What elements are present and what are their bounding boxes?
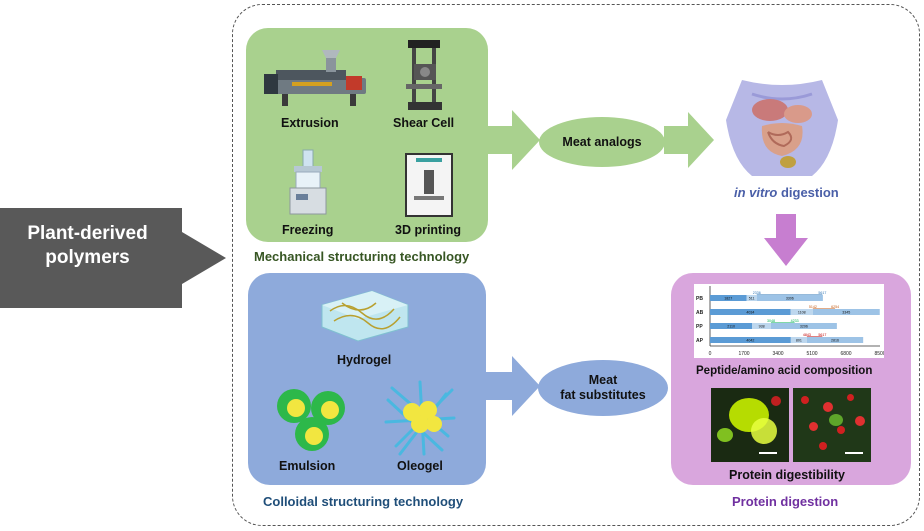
- chart-bar-value: 801: [796, 339, 802, 343]
- chart-bar-value: 3296: [800, 325, 808, 329]
- chart-x-tick: 3400: [772, 351, 783, 357]
- chart-annotation: 3048: [767, 319, 775, 323]
- chart-category-label: PP: [696, 324, 703, 330]
- mechanical-structuring-title: Mechanical structuring technology: [254, 249, 470, 264]
- plant-derived-polymers-label: Plant-derived polymers: [27, 223, 148, 268]
- chart-bar-segment: [710, 323, 753, 329]
- chart-category-label: PB: [696, 296, 703, 302]
- shear-cell-label: Shear Cell: [393, 116, 455, 130]
- fat-substitutes-line1: Meat: [588, 373, 618, 387]
- chart-bar-segment: [710, 337, 791, 343]
- chart-x-tick: 6800: [840, 351, 851, 357]
- chart-bar-segment: [746, 295, 757, 301]
- freezing-label: Freezing: [282, 223, 334, 237]
- meat-analogs-label: Meat analogs: [562, 135, 642, 149]
- chart-annotation: 4233: [791, 319, 799, 323]
- chart-x-tick: 1700: [738, 351, 749, 357]
- extrusion-label: Extrusion: [281, 116, 339, 130]
- digestive-system-icon: [726, 80, 838, 176]
- chart-bar-value: 3345: [842, 311, 850, 315]
- micrograph-left: [711, 388, 789, 462]
- hydrogel-icon: [321, 290, 409, 342]
- arrow-to-meat-analogs: [488, 110, 540, 170]
- in-vitro-italic: in vitro: [734, 185, 778, 200]
- chart-x-tick: 8500: [874, 351, 884, 357]
- peptide-composition-chart: 0 1700 3400 5100 6800 8500 PB 1827 511 3306 2336 56…: [696, 286, 884, 357]
- arrow-to-fat-substitutes: [486, 356, 540, 416]
- extrusion-machine-icon: [264, 50, 366, 106]
- chart-annotation: 5142: [809, 305, 817, 309]
- chart-bar-value: 2816: [831, 339, 839, 343]
- oleogel-icon: [384, 380, 456, 456]
- protein-digestion-title: Protein digestion: [732, 494, 839, 509]
- emulsion-label: Emulsion: [279, 459, 336, 473]
- chart-annotation: 6254: [831, 305, 839, 309]
- oleogel-label: Oleogel: [397, 459, 443, 473]
- fat-substitutes-line2: fat substitutes: [560, 388, 646, 402]
- chart-x-tick: 0: [709, 351, 712, 357]
- chart-bar-value: 1108: [798, 311, 806, 315]
- chart-annotation: 5617: [818, 291, 826, 295]
- chart-bar-segment: [812, 309, 880, 315]
- chart-bar-segment: [790, 337, 807, 343]
- arrow-to-protein-digestion: [764, 214, 808, 266]
- chart-annotation: 2336: [753, 291, 761, 295]
- peptide-composition-label: Peptide/amino acid composition: [696, 365, 873, 377]
- chart-bar-value: 4034: [746, 311, 754, 315]
- chart-annotation: 4843: [803, 333, 811, 337]
- chart-bar-value: 4042: [746, 339, 754, 343]
- chart-bar-segment: [770, 323, 837, 329]
- in-vitro-digestion-label: in vitro digestion: [734, 185, 839, 200]
- chart-bar-value: 938: [759, 325, 765, 329]
- chart-bar-value: 511: [749, 297, 755, 301]
- chart-annotation: 5617: [818, 333, 826, 337]
- freeze-dryer-icon: [289, 149, 327, 215]
- in-vitro-rest: digestion: [777, 185, 839, 200]
- micrograph-right: [793, 388, 871, 462]
- colloidal-structuring-title: Colloidal structuring technology: [263, 494, 464, 509]
- chart-bar-segment: [790, 309, 813, 315]
- chart-bar-segment: [710, 309, 791, 315]
- hydrogel-label: Hydrogel: [337, 353, 392, 367]
- chart-bar-segment: [806, 337, 864, 343]
- 3d-printing-label: 3D printing: [395, 223, 461, 237]
- emulsion-droplets-icon: [277, 389, 345, 451]
- shear-cell-icon: [406, 40, 442, 110]
- protein-digestibility-label: Protein digestibility: [729, 468, 845, 482]
- 3d-printer-icon: [405, 153, 453, 217]
- chart-category-label: AP: [696, 338, 704, 344]
- meat-analogs-node: Meat analogs: [539, 117, 665, 167]
- chart-bar-segment: [752, 323, 771, 329]
- chart-bar-value: 1827: [724, 297, 732, 301]
- chart-bar-value: 3306: [786, 297, 794, 301]
- chart-category-label: AB: [696, 310, 704, 316]
- chart-bar-value: 2110: [727, 325, 735, 329]
- chart-bar-segment: [756, 295, 823, 301]
- meat-fat-substitutes-node: Meat fat substitutes: [538, 360, 668, 416]
- arrow-to-digestion: [664, 112, 714, 168]
- process-frame: [232, 4, 920, 526]
- chart-bar-segment: [710, 295, 747, 301]
- chart-x-tick: 5100: [806, 351, 817, 357]
